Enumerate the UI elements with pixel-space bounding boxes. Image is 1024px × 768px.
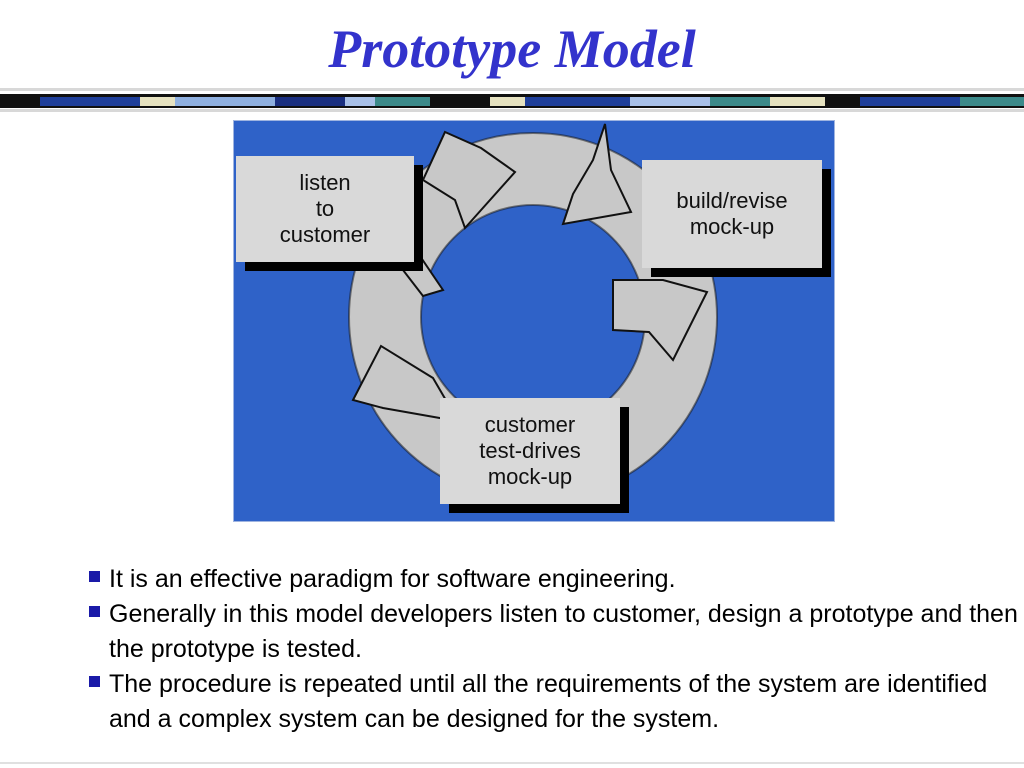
cycle-arrow-head-top-left	[421, 130, 517, 230]
square-bullet-icon	[89, 571, 100, 582]
step-listen-to-customer: listen to customer	[236, 156, 414, 262]
step-label: build/revise mock-up	[676, 188, 788, 239]
cycle-arrow-head-top-right	[561, 123, 633, 226]
square-bullet-icon	[89, 606, 100, 617]
bullet-list: It is an effective paradigm for software…	[88, 562, 1018, 737]
step-build-revise-mockup: build/revise mock-up	[642, 160, 822, 268]
bullet-text: Generally in this model developers liste…	[109, 600, 1018, 663]
cycle-arrow-head-right	[612, 279, 709, 362]
list-item: It is an effective paradigm for software…	[88, 562, 1018, 597]
step-customer-test-drives: customer test-drives mock-up	[440, 398, 620, 504]
prototype-cycle-diagram: listen to customer build/revise mock-up …	[233, 120, 835, 522]
bullet-text: It is an effective paradigm for software…	[109, 565, 676, 593]
title-decorative-band	[0, 88, 1024, 112]
footer-divider	[0, 762, 1024, 764]
list-item: The procedure is repeated until all the …	[88, 667, 1018, 737]
list-item: Generally in this model developers liste…	[88, 597, 1018, 667]
square-bullet-icon	[89, 676, 100, 687]
step-label: listen to customer	[279, 170, 371, 247]
page-title: Prototype Model	[328, 19, 696, 79]
bullet-text: The procedure is repeated until all the …	[109, 670, 988, 733]
step-label: customer test-drives mock-up	[479, 412, 581, 489]
